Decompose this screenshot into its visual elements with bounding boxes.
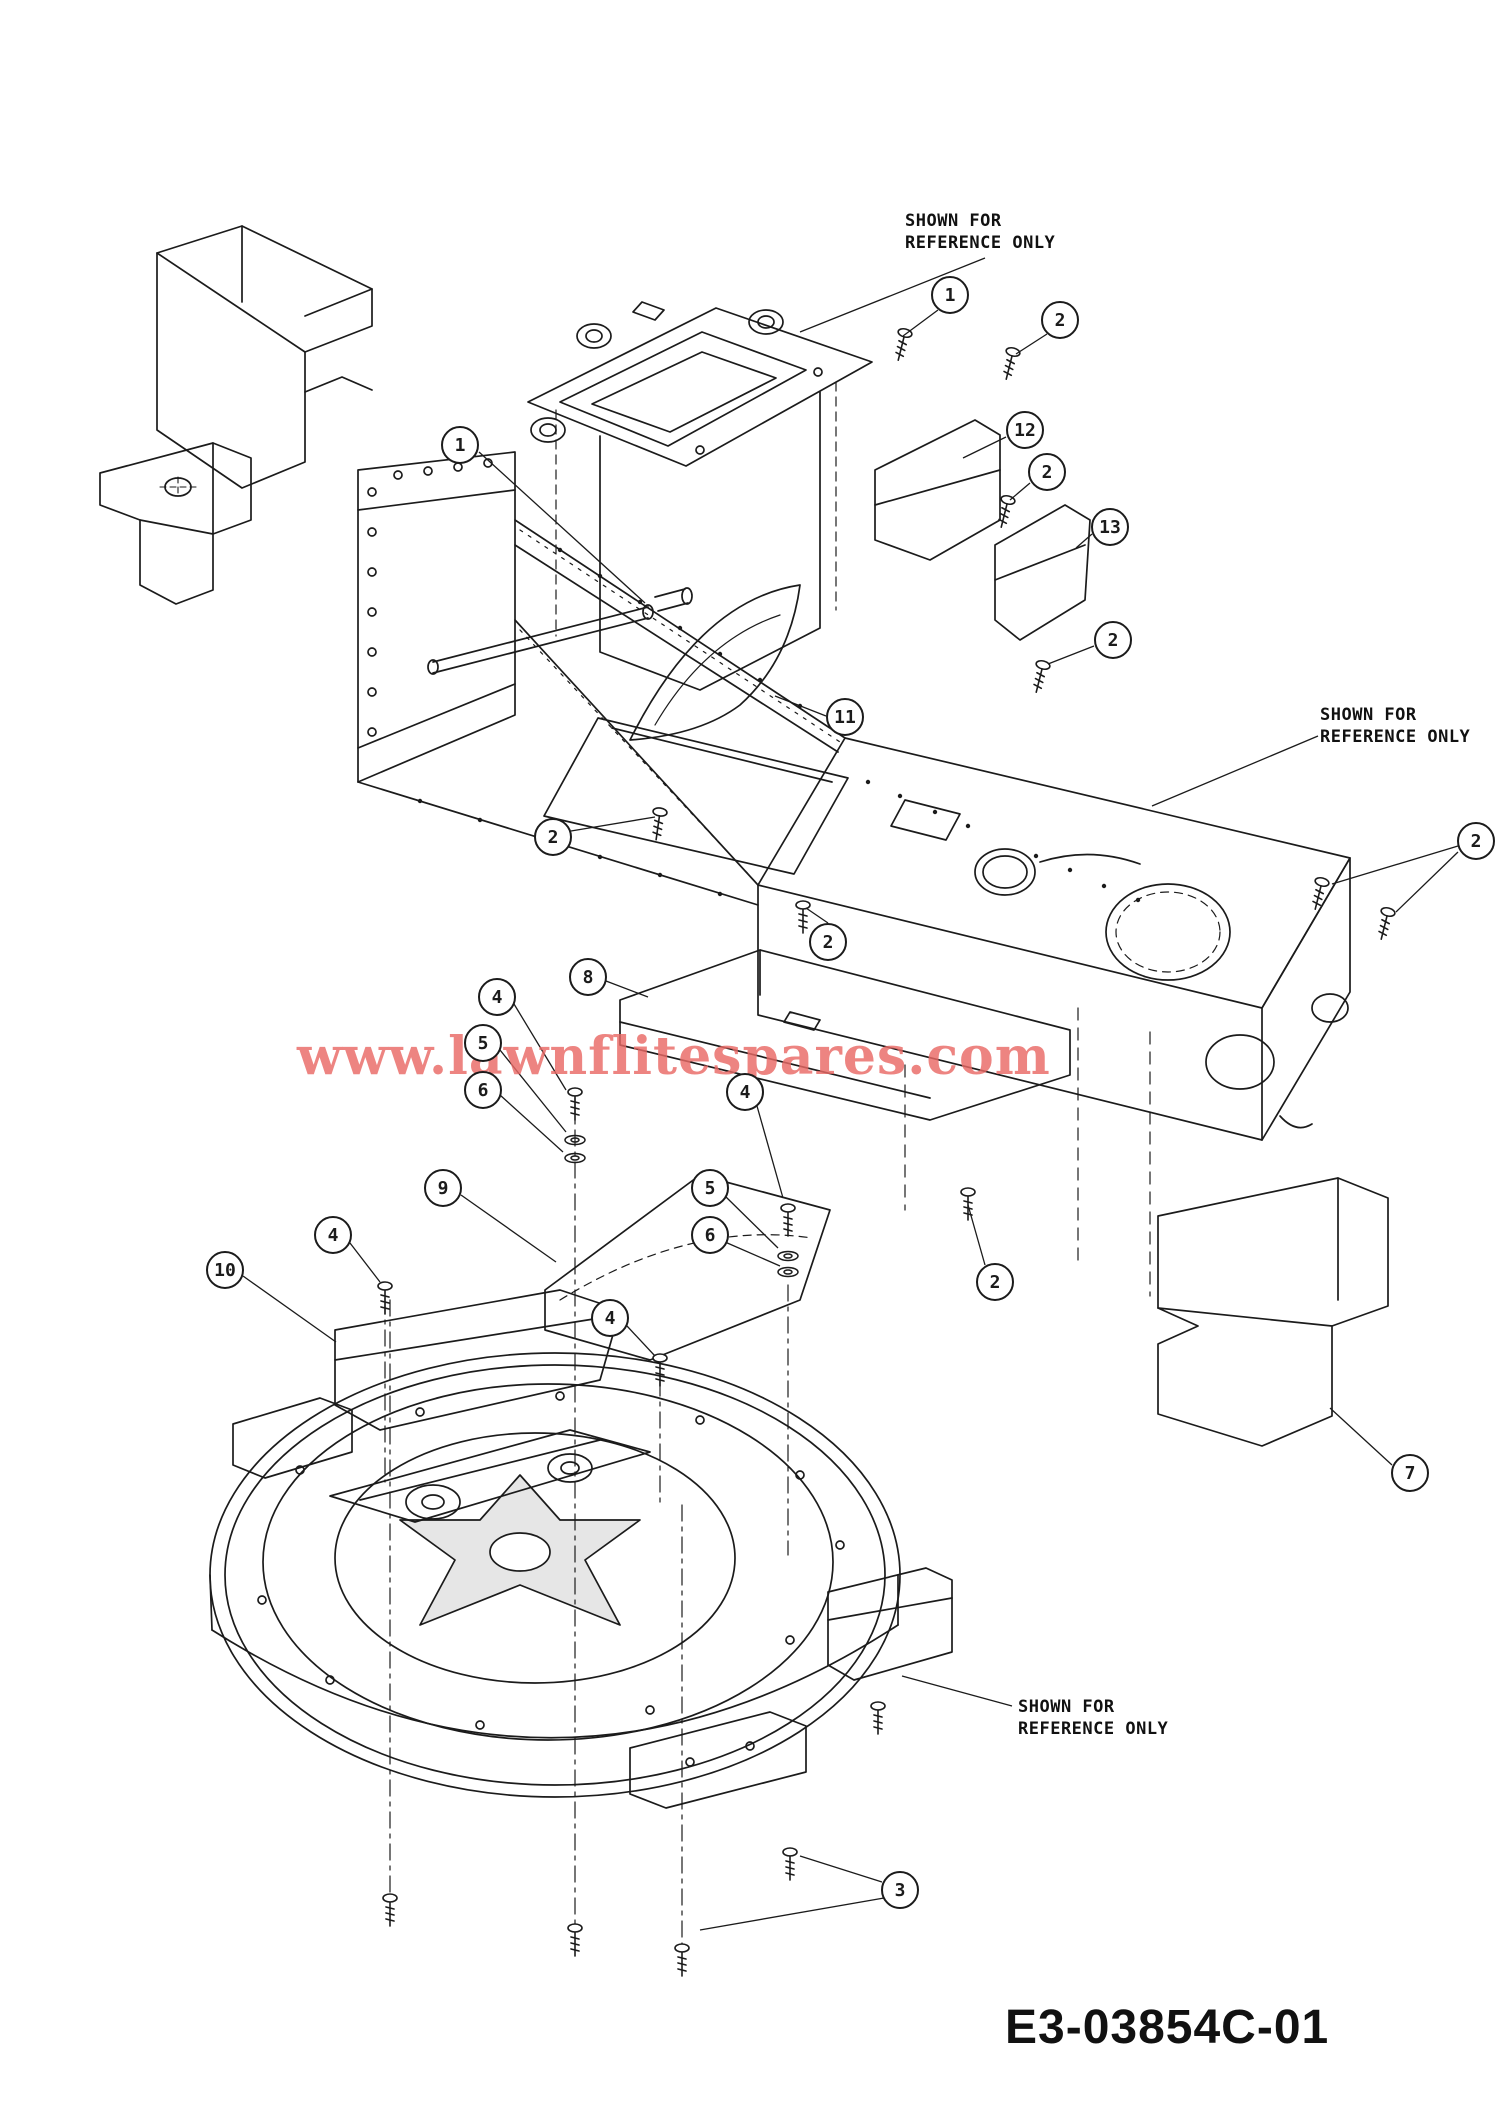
callout-5: 5: [464, 1024, 502, 1062]
panel-11: [629, 584, 801, 741]
panel-7: [1157, 1177, 1389, 1447]
callout-4: 4: [478, 978, 516, 1016]
panel-8: [619, 949, 1071, 1121]
callout-9: 9: [424, 1169, 462, 1207]
diagram-id: E3-03854C-01: [1005, 2001, 1330, 2054]
fasteners: [377, 326, 1397, 1977]
callout-2: 2: [1094, 621, 1132, 659]
reference-label: SHOWN FOR REFERENCE ONLY: [1018, 1697, 1169, 1740]
panel-10: [334, 1289, 621, 1431]
callout-1: 1: [931, 276, 969, 314]
mower-deck: [209, 1352, 953, 1809]
callout-4: 4: [591, 1299, 629, 1337]
callout-2: 2: [976, 1263, 1014, 1301]
panel-13: [994, 504, 1091, 641]
callout-2: 2: [1457, 822, 1495, 860]
callout-11: 11: [826, 698, 864, 736]
callout-13: 13: [1091, 508, 1129, 546]
reference-label: SHOWN FOR REFERENCE ONLY: [1320, 705, 1471, 748]
callout-7: 7: [1391, 1454, 1429, 1492]
chute-bracket: [99, 225, 373, 605]
leader-lines: [242, 257, 1459, 1931]
frame-top-plate: [427, 301, 873, 691]
panel-12: [874, 419, 1001, 561]
callout-2: 2: [809, 923, 847, 961]
callout-10: 10: [206, 1251, 244, 1289]
reference-label: SHOWN FOR REFERENCE ONLY: [905, 211, 1056, 254]
callout-3: 3: [881, 1871, 919, 1909]
callout-5: 5: [691, 1169, 729, 1207]
callout-2: 2: [534, 818, 572, 856]
callout-4: 4: [314, 1216, 352, 1254]
assembly-centerlines: [384, 1097, 789, 1949]
callout-6: 6: [691, 1216, 729, 1254]
callout-2: 2: [1041, 301, 1079, 339]
main-frame: [357, 451, 1351, 1297]
callout-1: 1: [441, 426, 479, 464]
callout-6: 6: [464, 1071, 502, 1109]
callout-12: 12: [1006, 411, 1044, 449]
callout-8: 8: [569, 958, 607, 996]
watermark-text: www.lawnflitespares.com: [297, 1026, 1051, 1087]
callout-2: 2: [1028, 453, 1066, 491]
callout-4: 4: [726, 1073, 764, 1111]
